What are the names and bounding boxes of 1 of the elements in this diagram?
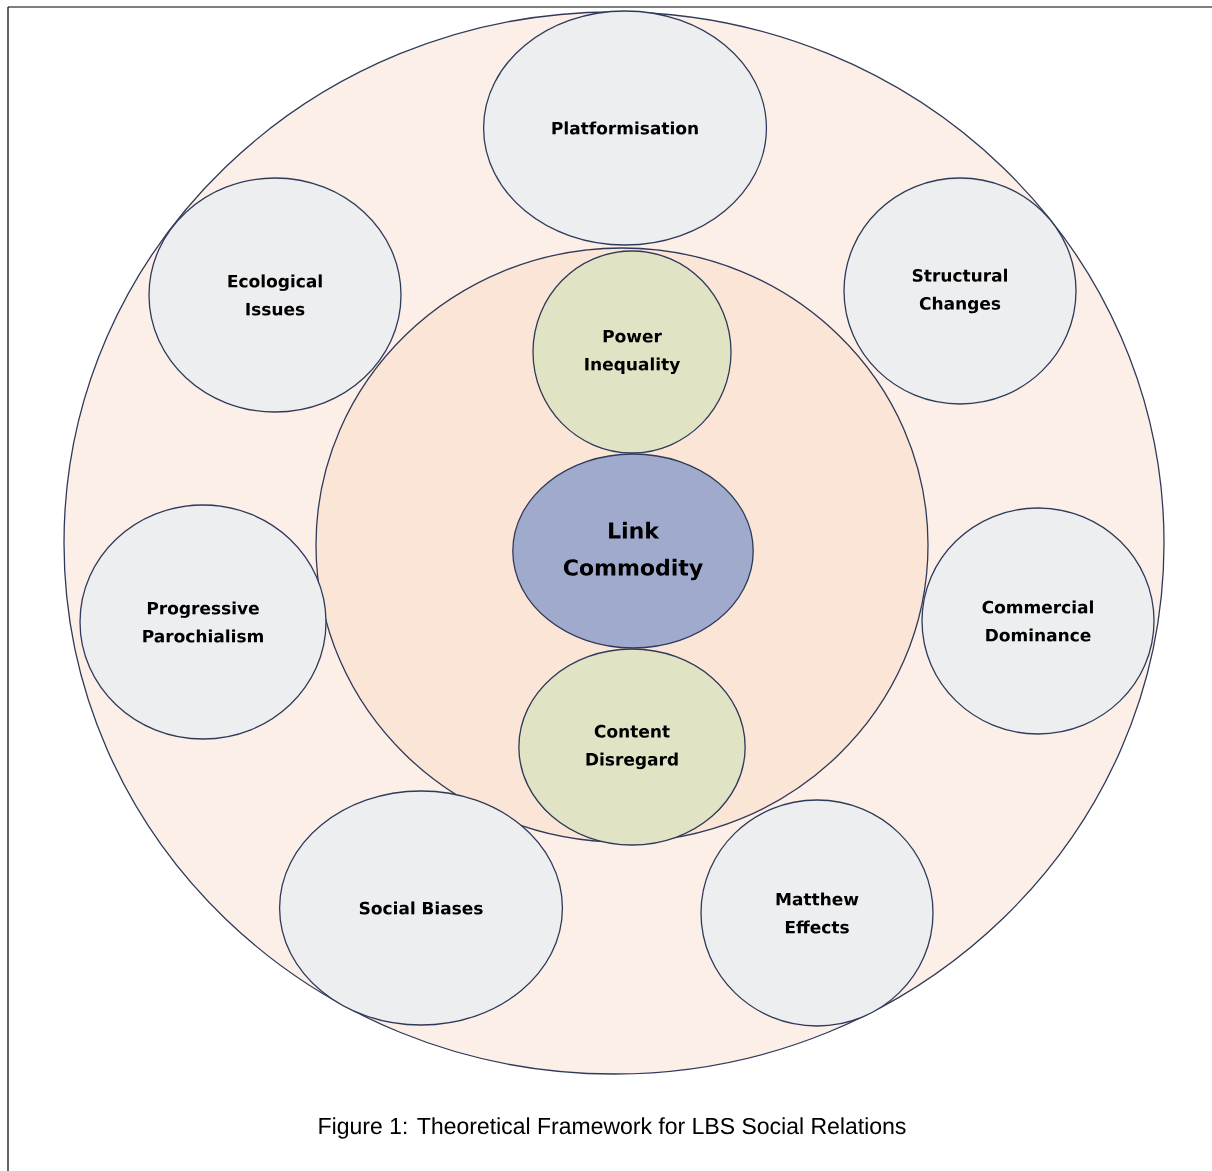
caption: Figure 1: Theoretical Framework for LBS Social Relations <box>319 1117 906 1139</box>
